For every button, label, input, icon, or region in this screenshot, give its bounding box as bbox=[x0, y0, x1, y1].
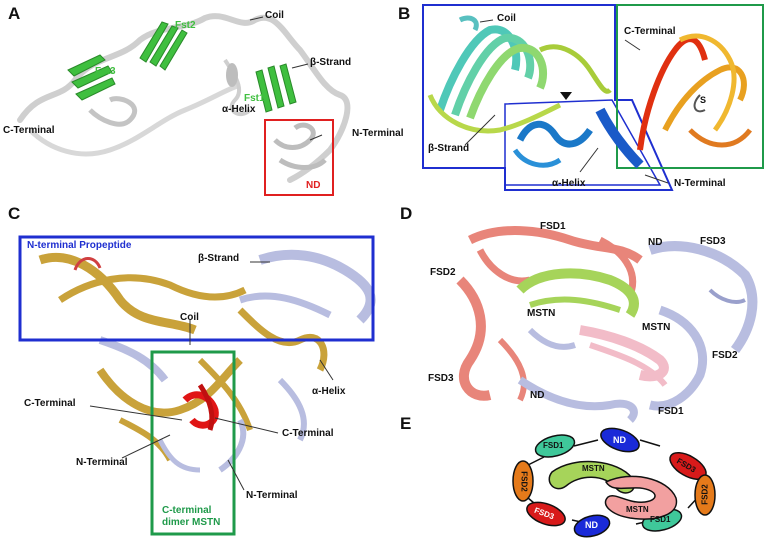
n-terminal-left-label: N-Terminal bbox=[76, 457, 128, 468]
e-nd-top-label: ND bbox=[613, 435, 626, 445]
dimer-label-line1: C-terminal bbox=[162, 505, 212, 516]
coil-label-a: Coil bbox=[265, 10, 284, 21]
e-nd-top bbox=[600, 427, 640, 453]
n-terminal-label-a: N-Terminal bbox=[352, 128, 404, 139]
panel-a-letter: A bbox=[8, 4, 21, 23]
green-region-box bbox=[616, 4, 764, 169]
e-nd-bottom-label: ND bbox=[585, 520, 598, 530]
mstn-right-label-d: MSTN bbox=[642, 322, 671, 333]
n-terminal-right-label: N-Terminal bbox=[246, 490, 298, 501]
e-fsd3-left bbox=[526, 501, 566, 527]
panel-e-letter: E bbox=[400, 414, 412, 433]
nd-box bbox=[264, 119, 334, 196]
c-terminal-label-a: C-Terminal bbox=[3, 125, 55, 136]
e-fsd1-top bbox=[534, 434, 576, 458]
c-terminal-left-label: C-Terminal bbox=[24, 398, 76, 409]
e-fsd2-right-label: FSD2 bbox=[700, 484, 710, 505]
e-fsd2-left-label: FSD2 bbox=[519, 471, 529, 492]
fsd1-top-label-d: FSD1 bbox=[540, 221, 566, 232]
c-terminal-right-label: C-Terminal bbox=[282, 428, 334, 439]
alpha-helix-label-b: α-Helix bbox=[552, 178, 586, 189]
alpha-helix-label-a: α-Helix bbox=[222, 104, 256, 115]
panel-c-letter: C bbox=[8, 204, 21, 223]
fst2-strands bbox=[139, 21, 188, 71]
blue-region-box bbox=[422, 4, 674, 191]
e-mstn-green-label: MSTN bbox=[582, 464, 605, 473]
fsd2-left-label-d: FSD2 bbox=[430, 267, 456, 278]
e-fsd2-left bbox=[512, 460, 534, 502]
e-fsd1-top-label: FSD1 bbox=[543, 441, 564, 450]
coil-label-b: Coil bbox=[497, 13, 516, 24]
c-terminal-label-b: C-Terminal bbox=[624, 26, 676, 37]
e-mstn-pink bbox=[604, 475, 678, 520]
fsd3-right-label-d: FSD3 bbox=[700, 236, 726, 247]
fsd2-right-label-d: FSD2 bbox=[712, 350, 738, 361]
coil-label-c: Coil bbox=[180, 312, 199, 323]
e-fsd2-right bbox=[694, 474, 716, 516]
beta-strand-label-c: β-Strand bbox=[198, 253, 240, 264]
e-fsd1-bottom-label: FSD1 bbox=[650, 515, 671, 524]
n-terminal-label-b: N-Terminal bbox=[674, 178, 726, 189]
fst3-label: Fst3 bbox=[95, 66, 116, 77]
fst1-label: Fst1 bbox=[244, 93, 265, 104]
e-nd-bottom bbox=[573, 514, 611, 538]
fsd3-left-label-d: FSD3 bbox=[428, 373, 454, 384]
nd-label-a: ND bbox=[306, 180, 321, 191]
dimer-box bbox=[150, 350, 236, 536]
nd-top-label-d: ND bbox=[648, 237, 663, 248]
panel-b-letter: B bbox=[398, 4, 411, 23]
fsd1-bottom-label-d: FSD1 bbox=[658, 406, 684, 417]
fst2-label: Fst2 bbox=[175, 20, 196, 31]
beta-strand-label-a: β-Strand bbox=[310, 57, 352, 68]
beta-strand-label-b: β-Strand bbox=[428, 143, 470, 154]
e-mstn-pink-label: MSTN bbox=[626, 505, 649, 514]
propeptide-label: N-terminal Propeptide bbox=[27, 240, 132, 251]
fst3-strands bbox=[67, 54, 116, 101]
panel-d-letter: D bbox=[400, 204, 413, 223]
mstn-left-label-d: MSTN bbox=[527, 308, 556, 319]
propeptide-box bbox=[18, 235, 375, 342]
fst1-strands bbox=[255, 63, 297, 113]
nd-bottom-label-d: ND bbox=[530, 390, 545, 401]
s-label-b: S bbox=[700, 95, 707, 105]
alpha-helix-label-c: α-Helix bbox=[312, 386, 346, 397]
dimer-label-line2: dimer MSTN bbox=[162, 517, 221, 528]
